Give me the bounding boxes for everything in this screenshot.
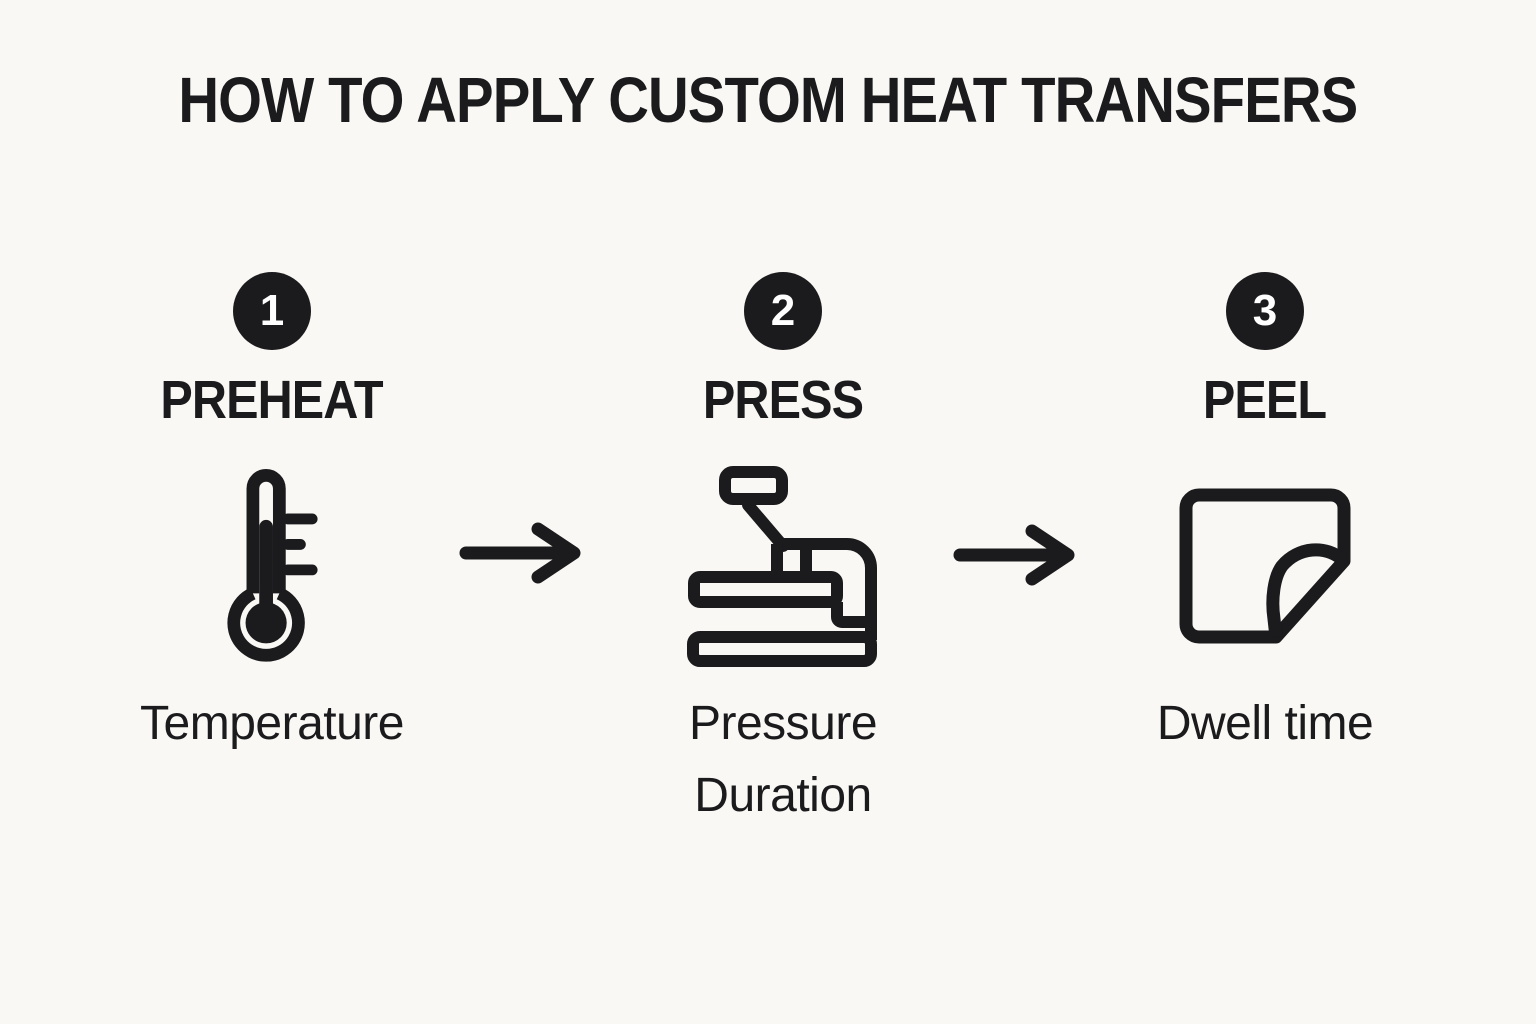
caption-line: Pressure (688, 697, 878, 750)
step-number: 2 (770, 286, 796, 335)
arrow-right-icon (953, 524, 1075, 586)
step-number-badge: 1 (233, 272, 311, 350)
arrow-right-icon (459, 522, 581, 584)
page-title-text: HOW TO APPLY CUSTOM HEAT TRANSFERS (178, 64, 1359, 136)
peel-sheet-icon (1179, 488, 1351, 643)
step-icon-box (1095, 458, 1435, 673)
caption-line: Temperature (140, 697, 404, 750)
caption-line: Duration (694, 769, 872, 822)
step-label: PREHEAT (160, 370, 384, 430)
step-number-badge: 3 (1226, 272, 1304, 350)
step-press: 2 PRESS Pressure Duration (613, 272, 953, 893)
step-number: 3 (1252, 286, 1278, 335)
step-caption: Pressure Duration (613, 688, 953, 832)
step-label: PRESS (702, 370, 864, 430)
thermometer-icon (227, 469, 318, 662)
step-number: 1 (259, 286, 285, 335)
step-icon-box (613, 458, 953, 673)
step-icon-box (102, 458, 442, 673)
step-caption: Dwell time (1095, 688, 1435, 760)
page-title: HOW TO APPLY CUSTOM HEAT TRANSFERS (0, 68, 1536, 132)
step-label: PEEL (1203, 370, 1327, 430)
heat-press-icon (687, 465, 877, 667)
step-number-badge: 2 (744, 272, 822, 350)
caption-line: Dwell time (1156, 697, 1374, 750)
step-caption: Temperature (102, 688, 442, 760)
step-peel: 3 PEEL Dwell time (1095, 272, 1435, 893)
step-preheat: 1 PREHEAT Temperature (102, 272, 442, 893)
